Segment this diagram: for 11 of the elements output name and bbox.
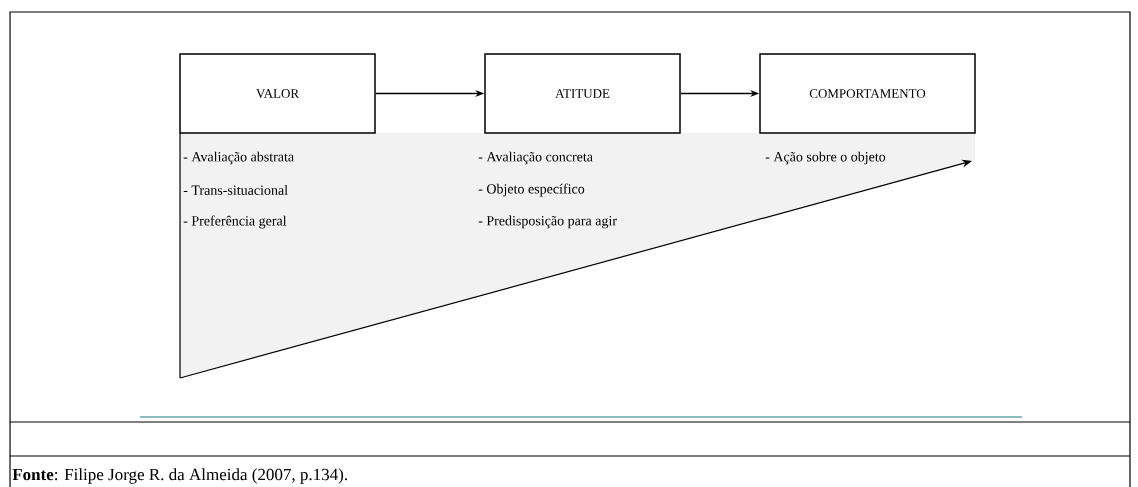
list-item: - Avaliação concreta <box>478 151 593 165</box>
list-item: - Predisposição para agir <box>478 215 617 229</box>
list-item: - Trans-situacional <box>183 185 288 195</box>
concept-box: VALOR <box>179 53 376 134</box>
concept-box: COMPORTAMENTO <box>759 53 976 134</box>
list-item: - Ação sobre o objeto <box>765 151 886 165</box>
list-item: - Avaliação abstrata <box>183 151 294 165</box>
concept-box: ATITUDE <box>484 53 681 134</box>
caption: Fonte: Filipe Jorge R. da Almeida (2007, p.134). <box>12 468 347 484</box>
list-item: - Preferência geral <box>183 215 287 229</box>
list-item: - Objeto específico <box>478 183 585 197</box>
